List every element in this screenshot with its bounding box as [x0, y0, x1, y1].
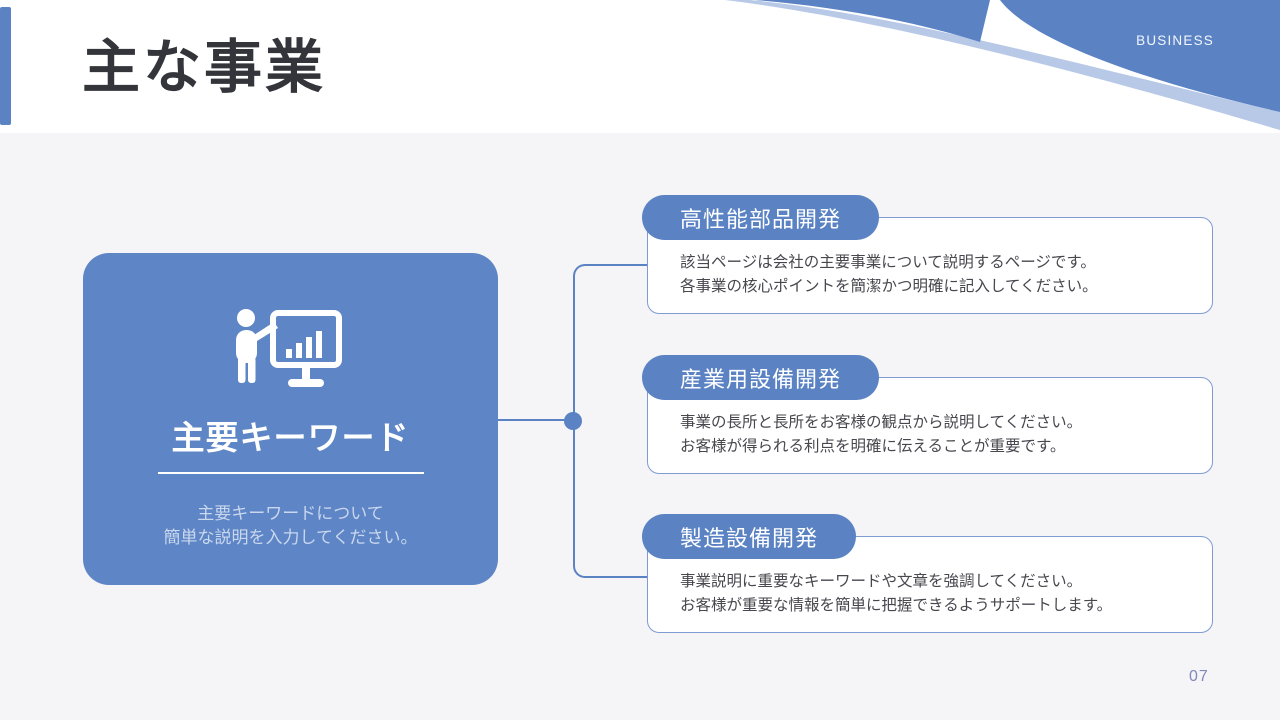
business-item-text-1: 該当ページは会社の主要事業について説明するページです。 各事業の核心ポイントを簡…: [648, 218, 1212, 299]
business-item-text-2: 事業の長所と長所をお客様の観点から説明してください。 お客様が得られる利点を明確…: [648, 378, 1212, 459]
keyword-card-title: 主要キーワード: [157, 411, 424, 474]
business-item-label-3: 製造設備開発: [680, 525, 819, 551]
business-item-box-2: 産業用設備開発 事業の長所と長所をお客様の観点から説明してください。 お客様が得…: [642, 355, 1213, 474]
business-item-2-line1: 事業の長所と長所をお客様の観点から説明してください。: [680, 414, 1083, 431]
business-item-box-1: 高性能部品開発 該当ページは会社の主要事業について説明するページです。 各事業の…: [642, 195, 1213, 314]
business-item-pill-3: 製造設備開発: [642, 514, 857, 559]
header-swoosh-decoration: [725, 0, 1280, 130]
business-item-1-line2: 各事業の核心ポイントを簡潔かつ明確に記入してください。: [680, 278, 1098, 295]
swoosh-wedge: [755, 0, 990, 42]
connector-line: [498, 419, 574, 421]
business-item-3-line2: お客様が重要な情報を簡単に把握できるようサポートします。: [680, 597, 1113, 614]
connector-branch: [573, 264, 649, 578]
business-item-label-1: 高性能部品開発: [680, 206, 842, 232]
business-item-2-line2: お客様が得られる利点を明確に伝えることが重要です。: [680, 438, 1066, 455]
connector-dot: [564, 412, 582, 430]
business-item-3-line1: 事業説明に重要なキーワードや文章を強調してください。: [680, 573, 1083, 590]
page-number: 07: [1189, 668, 1209, 685]
keyword-card-description: 主要キーワードについて 簡単な説明を入力してください。: [164, 502, 418, 550]
presenter-with-chart-board-icon: [235, 309, 342, 387]
business-item-pill-2: 産業用設備開発: [642, 355, 880, 400]
business-item-label-2: 産業用設備開発: [680, 366, 842, 392]
page-title: 主な事業: [82, 35, 327, 100]
business-item-1-line1: 該当ページは会社の主要事業について説明するページです。: [680, 254, 1096, 271]
business-item-pill-1: 高性能部品開発: [642, 195, 880, 240]
keyword-card: 主要キーワード 主要キーワードについて 簡単な説明を入力してください。: [83, 253, 498, 585]
swoosh-main-shape: [1000, 0, 1280, 112]
keyword-description-line2: 簡単な説明を入力してください。: [163, 528, 418, 547]
title-accent-bar: [0, 7, 11, 125]
business-item-text-3: 事業説明に重要なキーワードや文章を強調してください。 お客様が重要な情報を簡単に…: [648, 537, 1212, 618]
business-item-box-3: 製造設備開発 事業説明に重要なキーワードや文章を強調してください。 お客様が重要…: [642, 514, 1213, 633]
business-tag-label: BUSINESS: [1136, 33, 1214, 48]
keyword-description-line1: 主要キーワードについて: [197, 504, 384, 523]
